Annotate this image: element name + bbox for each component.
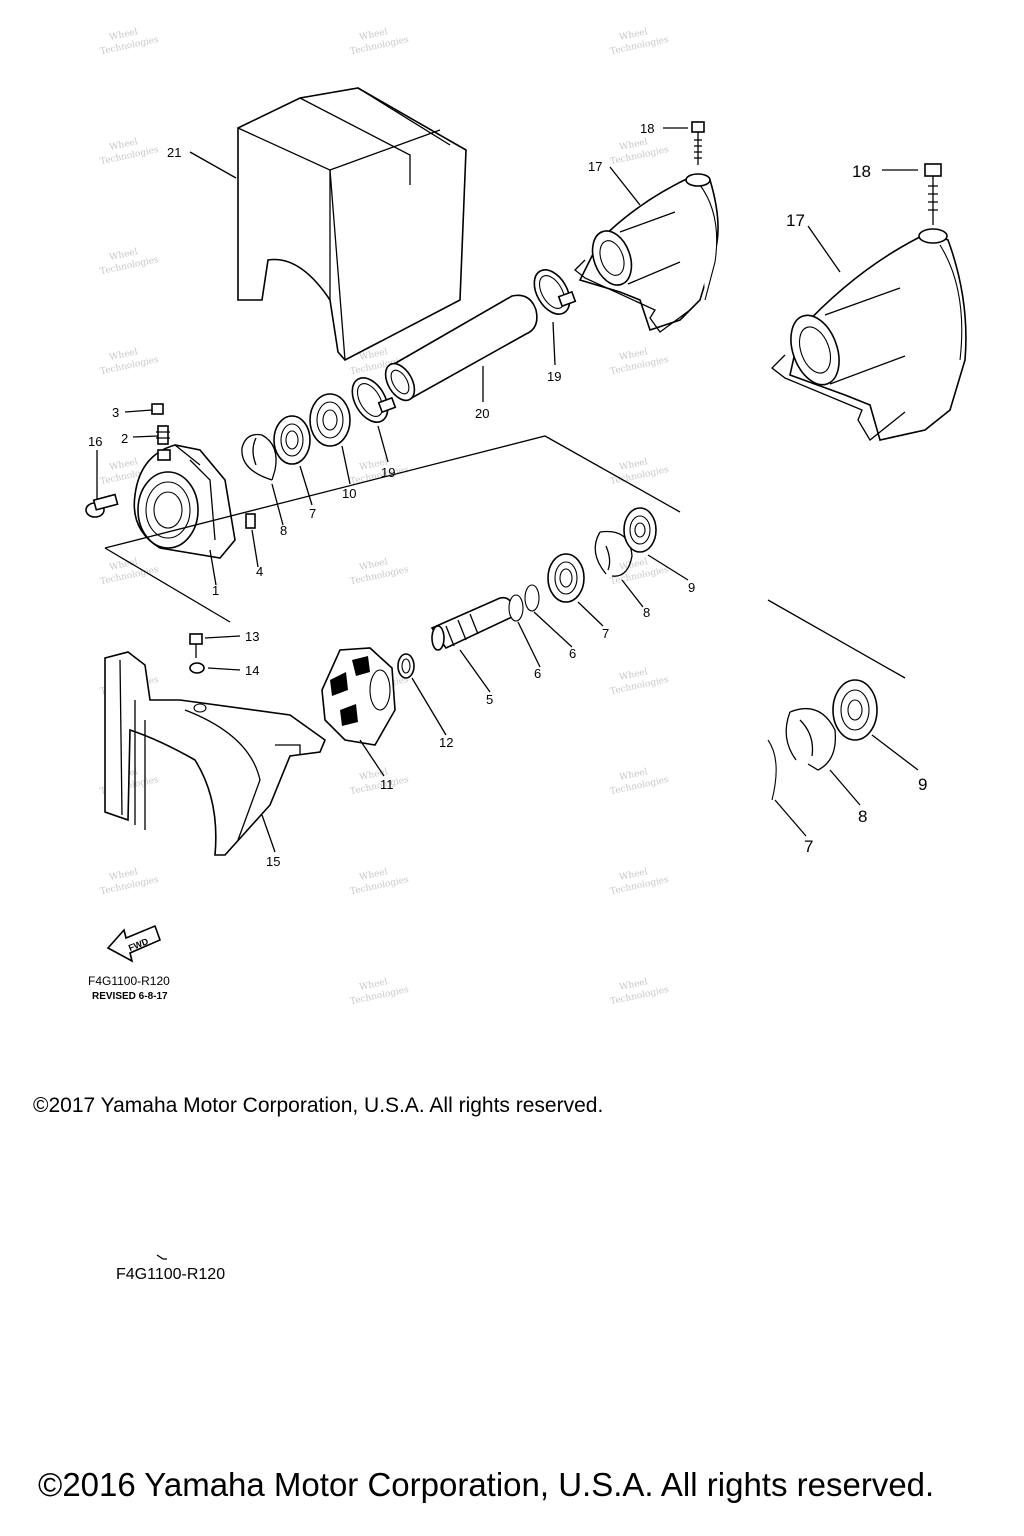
callout-18: 18 xyxy=(640,121,654,136)
part-19-clamp-upper xyxy=(533,269,577,315)
part-13-bolt xyxy=(189,633,203,658)
section-frame-enlarged xyxy=(767,599,906,679)
callout-9-enlarged: 9 xyxy=(918,775,927,794)
callout-18-enlarged: 18 xyxy=(852,162,871,181)
part-15-grate xyxy=(104,651,326,856)
copyright-2016: ©2016 Yamaha Motor Corporation, U.S.A. A… xyxy=(38,1466,935,1503)
callout-8-lower: 8 xyxy=(643,605,650,620)
callout-9: 9 xyxy=(688,580,695,595)
part-12-seal xyxy=(397,653,415,679)
callout-19: 19 xyxy=(547,369,561,384)
part-8-snap-ring-upper xyxy=(241,433,277,481)
callout-17: 17 xyxy=(588,159,602,174)
callout-8-enlarged: 8 xyxy=(858,807,867,826)
drawing-code: F4G1100-R120 xyxy=(88,974,170,988)
part-16-bolt xyxy=(85,493,119,518)
part-1-housing xyxy=(133,444,236,559)
part-9-bearing xyxy=(623,507,657,553)
callout-8-upper: 8 xyxy=(280,523,287,538)
callout-21: 21 xyxy=(167,145,181,160)
part-3-cap xyxy=(151,403,164,415)
callout-13: 13 xyxy=(245,629,259,644)
callouts: 21 18 17 18 17 19 20 19 10 7 8 3 2 16 4 … xyxy=(88,121,927,869)
part-14-washer xyxy=(189,662,205,674)
part-21-cover xyxy=(237,87,467,362)
part-8-snap-ring-lower xyxy=(594,530,633,577)
part-7-bearing-lower xyxy=(547,553,585,603)
copyright-2017: ©2017 Yamaha Motor Corporation, U.S.A. A… xyxy=(33,1094,604,1117)
callout-6-a: 6 xyxy=(569,646,576,661)
drawing-code-lower: F4G1100-R120 xyxy=(116,1266,226,1283)
callout-2: 2 xyxy=(121,431,128,446)
tick-mark xyxy=(156,1249,168,1260)
callout-7-lower: 7 xyxy=(602,626,609,641)
callout-10: 10 xyxy=(342,486,356,501)
part-18-bolt xyxy=(691,121,705,165)
callout-12: 12 xyxy=(439,735,453,750)
part-9-bearing-enlarged xyxy=(832,679,878,741)
callout-4: 4 xyxy=(256,564,263,579)
callout-16: 16 xyxy=(88,434,102,449)
callout-17-enlarged: 17 xyxy=(786,211,805,230)
callout-5: 5 xyxy=(486,692,493,707)
part-20-hose xyxy=(384,294,538,402)
tick-mark-icon xyxy=(156,1254,167,1260)
revision-note: REVISED 6-8-17 xyxy=(92,991,168,1002)
part-8-snap-ring-enlarged xyxy=(785,707,837,771)
callout-3: 3 xyxy=(112,405,119,420)
part-11-coupler xyxy=(321,647,396,746)
callout-7-upper: 7 xyxy=(309,506,316,521)
callout-1: 1 xyxy=(212,583,219,598)
part-4-pin xyxy=(245,513,256,529)
part-17-nozzle-enlarged xyxy=(771,228,967,441)
part-10-bearing xyxy=(309,393,351,447)
part-5-shaft xyxy=(430,596,515,651)
part-19-clamp-lower xyxy=(351,377,397,423)
part-18-bolt-enlarged xyxy=(924,163,942,225)
callout-7-enlarged: 7 xyxy=(804,837,813,856)
callout-11: 11 xyxy=(380,777,394,792)
callout-14: 14 xyxy=(245,663,259,678)
leader-lines xyxy=(96,127,919,853)
callout-20: 20 xyxy=(475,406,489,421)
callout-19-lower: 19 xyxy=(381,465,395,480)
part-7-bearing-enlarged xyxy=(767,739,777,801)
part-6-o-ring-b xyxy=(524,584,540,612)
part-7-bearing-upper xyxy=(273,415,311,465)
part-2-fitting xyxy=(156,425,170,445)
part-6-o-ring-a xyxy=(508,594,524,622)
callout-6-b: 6 xyxy=(534,666,541,681)
section-frame xyxy=(104,435,681,623)
part-17-nozzle xyxy=(574,173,719,333)
fwd-arrow-icon: FWD xyxy=(106,924,162,963)
callout-15: 15 xyxy=(266,854,280,869)
